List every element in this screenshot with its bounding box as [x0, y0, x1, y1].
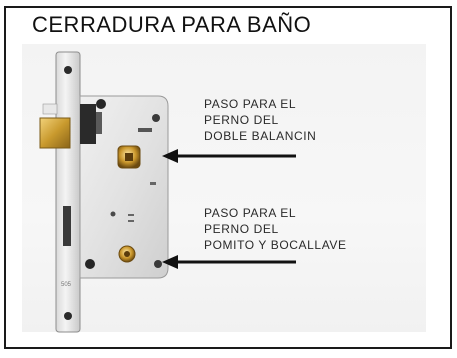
callout-pomito-bocallave: PASO PARA EL PERNO DEL POMITO Y BOCALLAV…	[204, 205, 347, 253]
callout-line: PASO PARA EL	[204, 206, 297, 220]
case-screw-top-right	[152, 114, 160, 122]
faceplate-marking: 505	[61, 282, 72, 288]
latch-label	[42, 103, 58, 115]
callout-line: DOBLE BALANCIN	[204, 129, 317, 143]
arrow-lower	[162, 255, 296, 269]
latch-bolt	[39, 117, 71, 149]
faceplate-slot	[63, 206, 71, 246]
page-title: CERRADURA PARA BAÑO	[32, 12, 312, 37]
faceplate-screw-bottom	[64, 312, 72, 320]
faceplate-screw-top	[64, 66, 72, 74]
faceplate	[55, 51, 81, 333]
lock-case	[79, 95, 169, 279]
callout-line: PERNO DEL	[204, 222, 279, 236]
callout-line: POMITO Y BOCALLAVE	[204, 238, 347, 252]
case-screw-top	[96, 99, 106, 109]
case-screw-bottom	[85, 259, 95, 269]
callout-line: PERNO DEL	[204, 113, 279, 127]
callout-line: PASO PARA EL	[204, 97, 297, 111]
case-screw-bottom-right	[154, 260, 162, 268]
callout-doble-balancin: PASO PARA EL PERNO DEL DOBLE BALANCIN	[204, 96, 316, 144]
latch-cavity	[80, 104, 96, 144]
arrow-upper	[162, 149, 296, 163]
